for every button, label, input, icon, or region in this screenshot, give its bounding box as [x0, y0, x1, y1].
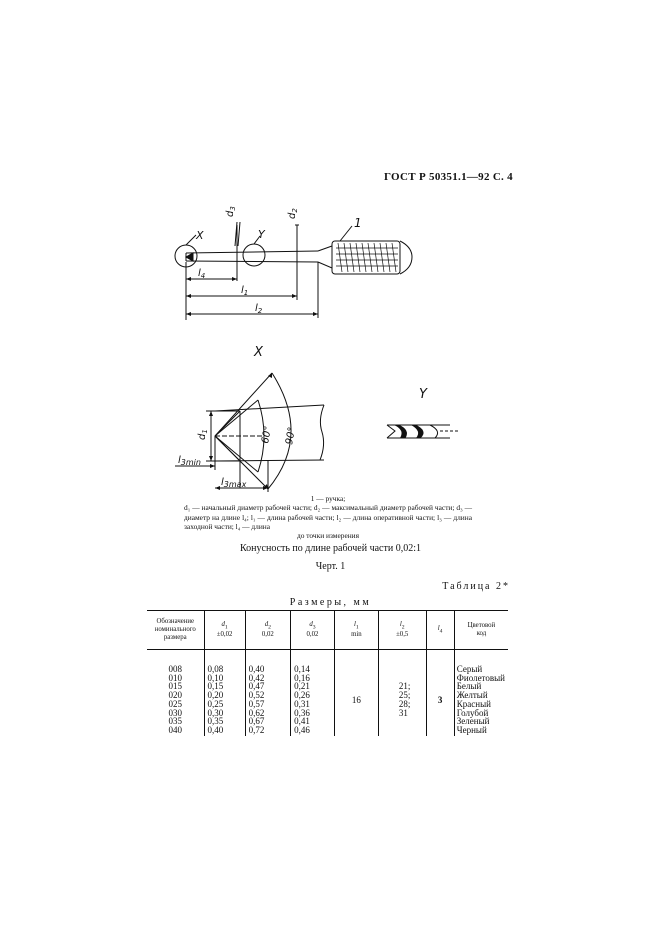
label-angle-60: 60°	[260, 425, 274, 444]
table-caption: Размеры, мм	[289, 597, 372, 608]
label-l1: l1	[241, 285, 248, 297]
label-d2: d2	[287, 208, 299, 219]
detail-y-title: Y	[419, 387, 428, 402]
legend-text: d₁ — начальный диаметр рабочей части; d₂…	[184, 503, 472, 531]
table-number: Таблица 2*	[442, 581, 510, 592]
header-l4: l4	[425, 610, 455, 650]
label-d3: d3	[225, 206, 237, 217]
l1-value: 16	[333, 649, 379, 736]
detail-drawing: X d1 60° 90° l3min l3max Y	[175, 345, 460, 492]
taper-note: Конусность по длине рабочей части 0,02:1	[240, 543, 421, 554]
tool-drawing: X Y 1 d3 d2 l4 l1 l2	[174, 206, 413, 320]
label-l3min: l3min	[178, 455, 201, 467]
label-angle-90: 90°	[284, 426, 298, 445]
header-l2: l2±0,5	[377, 610, 427, 650]
label-d1: d1	[197, 429, 209, 440]
legend-last: до точки измерения	[296, 531, 360, 541]
l4-value: 3	[425, 649, 455, 736]
figure-caption: Черт. 1	[315, 561, 346, 572]
legend-line-1: 1 — ручка;	[310, 494, 346, 503]
legend: 1 — ручка; d₁ — начальный диаметр рабоче…	[184, 494, 472, 540]
label-x: X	[195, 229, 204, 242]
label-handle-number: 1	[354, 216, 362, 230]
label-l3max: l3max	[221, 477, 247, 489]
label-l4: l4	[198, 268, 205, 280]
page-header: ГОСТ Р 50351.1—92 С. 4	[384, 171, 513, 183]
label-y: Y	[258, 228, 266, 241]
header-d1: d1±0,02	[203, 610, 246, 650]
label-l2: l2	[255, 303, 263, 315]
detail-x-title: X	[253, 345, 264, 360]
